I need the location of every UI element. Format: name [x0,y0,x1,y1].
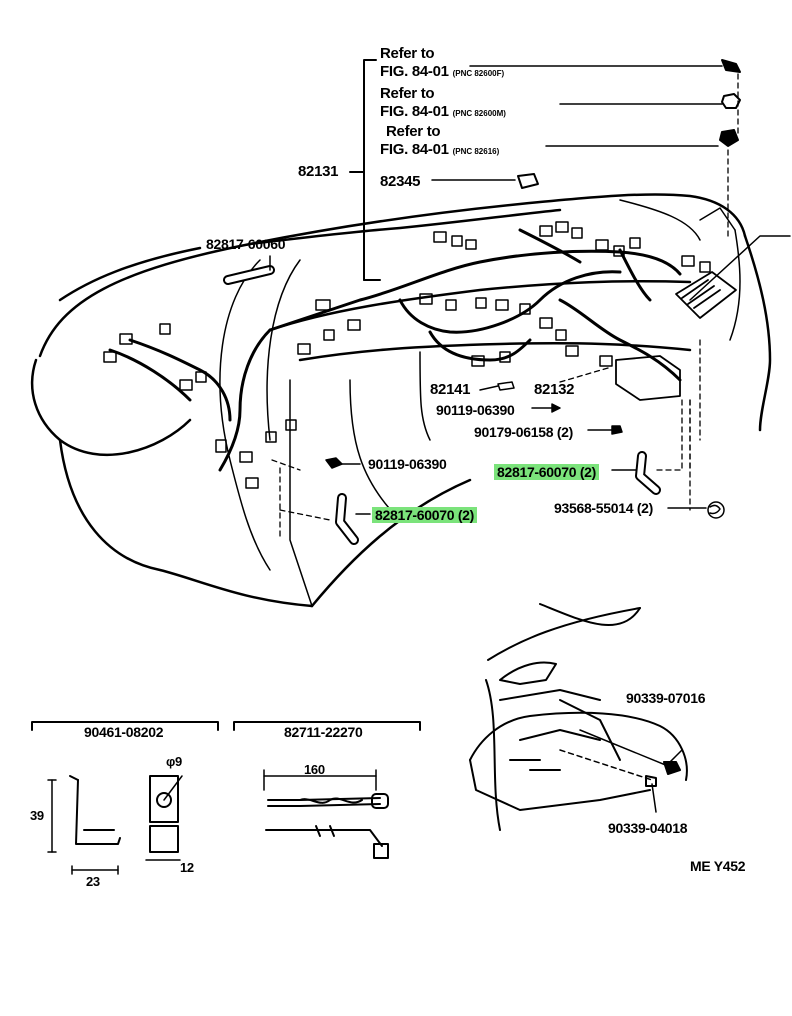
detail-90461 [31,721,219,875]
ref-3-pnc: (PNC 82616) [452,147,500,156]
part-82817-60070-b: 82817-60070 (2) [372,507,478,523]
connector-icons [517,59,741,189]
part-93568-55014: 93568-55014 (2) [554,500,654,516]
reference-bracket [349,59,723,281]
dim-length: 160 [304,762,325,777]
dim-width: 23 [86,874,100,889]
part-90179-06158: 90179-06158 (2) [474,424,574,440]
dim-hole: φ9 [166,754,182,769]
dashboard-outline [30,193,791,608]
harness-connectors [103,221,711,489]
ref-3-line1: Refer to [386,123,441,140]
part-90119-06390-b: 90119-06390 [368,456,447,472]
ref-1-line1: Refer to [380,45,435,62]
dashed-lines [271,73,739,541]
tube-82817-60060 [223,255,275,285]
fasteners [325,381,725,519]
part-90339-07016: 90339-07016 [626,690,706,706]
dim-thick: 12 [180,860,194,875]
ref-2-fig: FIG. 84-01 [380,103,449,120]
part-82817-60060: 82817-60060 [206,236,286,252]
part-82132: 82132 [534,381,575,398]
relay-block [615,271,737,401]
ref-3-fig: FIG. 84-01 [380,141,449,158]
leader-lines [341,385,707,813]
ref-2-line2: FIG. 84-01 (PNC 82600M) [380,104,506,122]
part-90119-06390-a: 90119-06390 [436,402,515,418]
detail-left-part: 90461-08202 [84,724,164,740]
part-82131: 82131 [298,163,339,180]
ref-2-pnc: (PNC 82600M) [452,109,506,118]
wire-harness [108,228,682,472]
ref-3-line2: FIG. 84-01 (PNC 82616) [380,142,499,160]
engine-bay-detail [469,603,688,831]
hose-icons [335,451,661,545]
ref-1-pnc: (PNC 82600F) [452,69,505,78]
ref-1-line2: FIG. 84-01 (PNC 82600F) [380,64,504,82]
ref-2-line1: Refer to [380,85,435,102]
diagram-code: ME Y452 [690,858,746,874]
part-90339-04018: 90339-04018 [608,820,688,836]
part-82817-60070-a: 82817-60070 (2) [494,464,600,480]
part-82345: 82345 [380,173,421,190]
ref-1-fig: FIG. 84-01 [380,63,449,80]
dim-height: 39 [30,808,44,823]
part-82141: 82141 [430,381,471,398]
detail-82711 [233,721,421,859]
detail-mid-part: 82711-22270 [284,724,363,740]
